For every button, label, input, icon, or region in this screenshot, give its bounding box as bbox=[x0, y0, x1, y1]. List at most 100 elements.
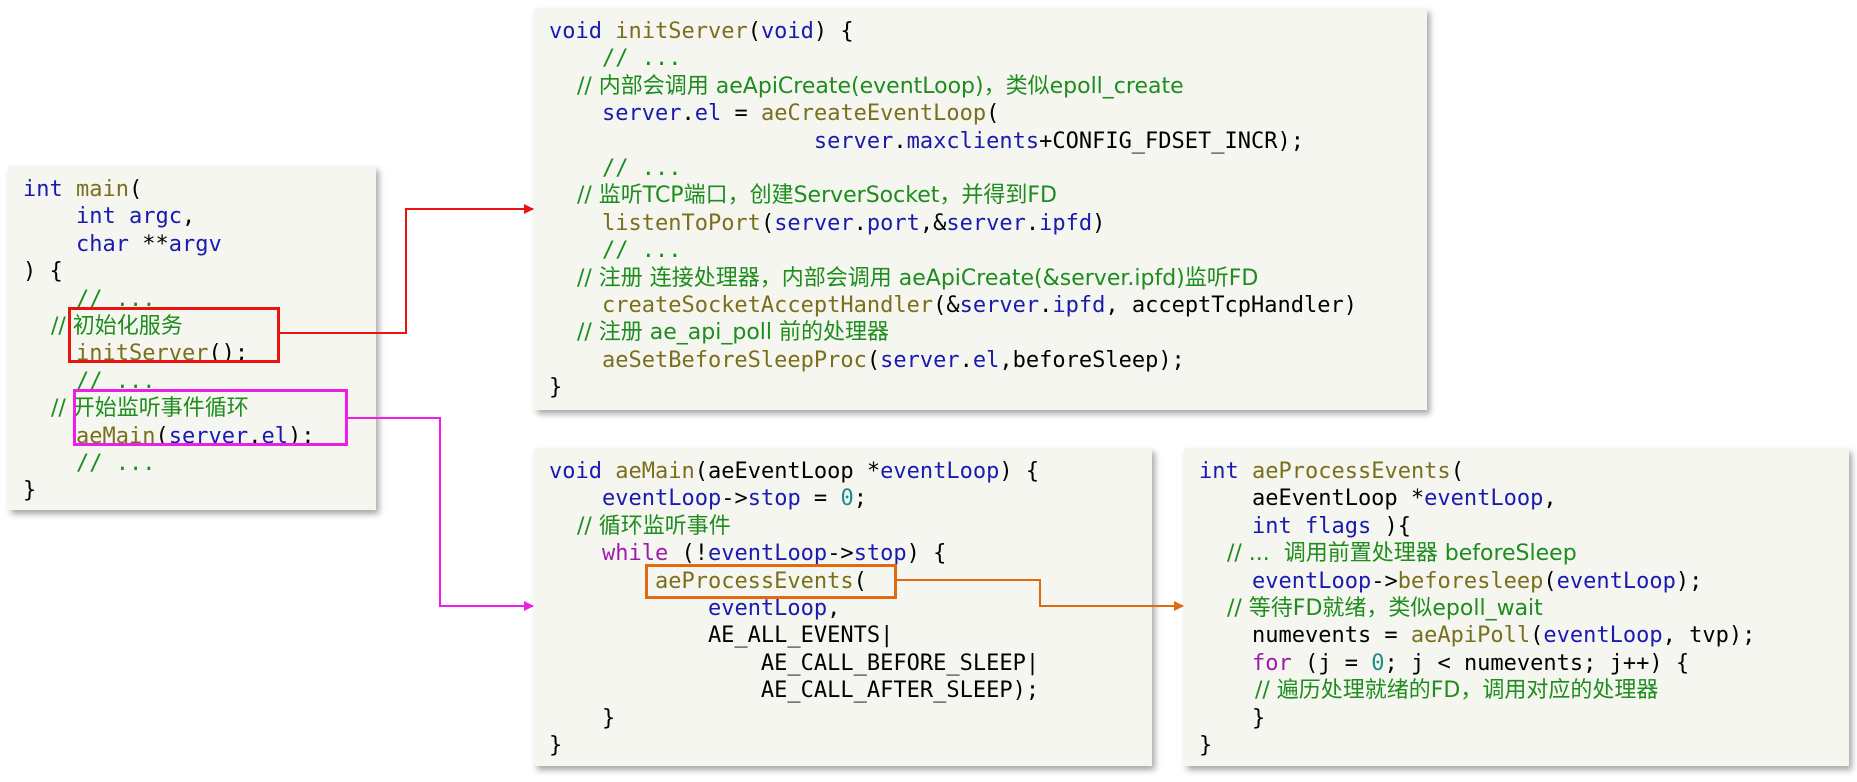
code-line: server.maxclients+CONFIG_FDSET_INCR); bbox=[549, 128, 1427, 155]
code-token: = bbox=[721, 101, 761, 127]
code-token bbox=[549, 569, 655, 594]
code-line: // 初始化服务 bbox=[23, 313, 376, 340]
code-token: ( bbox=[866, 347, 881, 373]
code-token: ){ bbox=[1371, 513, 1411, 539]
code-token: } bbox=[23, 478, 37, 504]
code-token: eventLoop bbox=[1424, 486, 1544, 512]
code-token: . bbox=[893, 128, 907, 154]
init-server-panel: void initServer(void) { // ... // 内部会调用 … bbox=[534, 8, 1427, 410]
code-token: aeEventLoop * bbox=[1199, 486, 1425, 512]
code-line: // 循环监听事件 bbox=[549, 513, 1152, 540]
code-token: int bbox=[75, 204, 116, 230]
code-token: // 注册 连接处理器，内部会调用 aeApiCreate(&server.ip… bbox=[549, 265, 1259, 291]
code-token: eventLoop bbox=[1543, 623, 1663, 649]
code-token: createSocketAcceptHandler bbox=[601, 292, 934, 318]
code-token: . bbox=[1039, 292, 1053, 318]
code-token: eventLoop bbox=[1251, 568, 1372, 594]
code-token bbox=[23, 232, 76, 257]
code-line: // 内部会调用 aeApiCreate(eventLoop)，类似epoll_… bbox=[549, 73, 1427, 100]
code-token: ) { bbox=[813, 19, 854, 44]
code-line: // 监听TCP端口，创建ServerSocket，并得到FD bbox=[549, 182, 1427, 209]
code-token: ( bbox=[155, 423, 169, 449]
code-token: int bbox=[1251, 513, 1292, 539]
code-line: // 注册 连接处理器，内部会调用 aeApiCreate(&server.ip… bbox=[549, 265, 1427, 292]
code-token bbox=[549, 101, 602, 126]
code-token: , acceptTcpHandler) bbox=[1105, 292, 1358, 318]
code-token: // 遍历处理就绪的FD，调用对应的处理器 bbox=[1199, 678, 1659, 704]
code-line: void aeMain(aeEventLoop *eventLoop) { bbox=[549, 458, 1152, 485]
code-token: ; j < numevents; j++) { bbox=[1384, 650, 1690, 676]
code-line: eventLoop->beforesleep(eventLoop); bbox=[1199, 568, 1849, 595]
code-token: } bbox=[549, 375, 563, 401]
code-line: int main( bbox=[23, 176, 376, 203]
code-token bbox=[549, 293, 602, 318]
code-token bbox=[1199, 569, 1252, 594]
code-line: void initServer(void) { bbox=[549, 18, 1427, 45]
code-token: // ... bbox=[549, 238, 682, 264]
code-token bbox=[1292, 514, 1305, 539]
code-token: (aeEventLoop * bbox=[694, 459, 881, 484]
code-token: ) { bbox=[906, 541, 947, 567]
code-token bbox=[23, 424, 76, 449]
code-line: // ... bbox=[23, 450, 376, 477]
code-token bbox=[63, 177, 76, 202]
code-token bbox=[1199, 651, 1252, 676]
code-token: ipfd bbox=[1052, 292, 1106, 318]
code-token: maxclients bbox=[906, 128, 1040, 154]
code-line: for (j = 0; j < numevents; j++) { bbox=[1199, 650, 1849, 677]
code-token bbox=[549, 541, 602, 566]
code-token: el bbox=[972, 347, 1000, 373]
code-token: // 开始监听事件循环 bbox=[23, 396, 249, 422]
code-token: ) { bbox=[23, 259, 63, 285]
code-token: eventLoop bbox=[707, 541, 828, 567]
code-line: listenToPort(server.port,&server.ipfd) bbox=[549, 210, 1427, 237]
code-token: server bbox=[880, 347, 960, 373]
code-token: // ... bbox=[23, 450, 156, 476]
code-line: numevents = aeApiPoll(eventLoop, tvp); bbox=[1199, 622, 1849, 649]
code-token: initServer bbox=[615, 19, 748, 44]
code-token: . bbox=[959, 347, 973, 373]
code-token: ( bbox=[760, 210, 775, 236]
code-token: server bbox=[959, 292, 1040, 318]
code-token: port bbox=[866, 210, 920, 236]
code-token: flags bbox=[1304, 513, 1372, 539]
code-token: aeProcessEvents bbox=[1252, 459, 1451, 484]
code-token bbox=[549, 596, 708, 621]
code-token: // 注册 ae_api_poll 前的处理器 bbox=[549, 320, 890, 346]
code-token: , tvp); bbox=[1662, 623, 1756, 649]
code-token: stop bbox=[853, 541, 907, 567]
code-token: ; bbox=[853, 486, 867, 512]
code-token: eventLoop bbox=[880, 459, 1000, 484]
code-token: server bbox=[601, 101, 682, 127]
code-token: ( bbox=[853, 568, 867, 594]
code-token: ) bbox=[1092, 210, 1106, 236]
code-token: numevents = bbox=[1199, 623, 1411, 649]
code-token: ,beforeSleep); bbox=[999, 347, 1185, 373]
code-line: server.el = aeCreateEventLoop( bbox=[549, 100, 1427, 127]
code-token: aeCreateEventLoop bbox=[760, 101, 987, 127]
code-token: // 初始化服务 bbox=[23, 313, 183, 339]
code-token: , bbox=[1543, 486, 1557, 512]
code-line: aeProcessEvents( bbox=[549, 568, 1152, 595]
code-line: // 等待FD就绪，类似epoll_wait bbox=[1199, 595, 1849, 622]
code-token bbox=[116, 204, 129, 229]
code-token: main bbox=[76, 177, 129, 202]
code-token: = bbox=[800, 486, 841, 512]
code-token bbox=[549, 348, 602, 373]
code-token bbox=[602, 19, 615, 44]
code-token: ( bbox=[1530, 623, 1544, 649]
code-token: ipfd bbox=[1039, 210, 1093, 236]
code-token: -> bbox=[1371, 568, 1398, 594]
code-token: server bbox=[774, 210, 854, 236]
code-token: // ... bbox=[549, 46, 682, 72]
code-line: eventLoop, bbox=[549, 595, 1152, 622]
code-line: } bbox=[23, 477, 376, 504]
code-token: stop bbox=[747, 486, 801, 512]
code-line: // 遍历处理就绪的FD，调用对应的处理器 bbox=[1199, 677, 1849, 704]
code-token: argv bbox=[168, 231, 222, 257]
code-line: // ... bbox=[549, 155, 1427, 182]
ae-main-panel: void aeMain(aeEventLoop *eventLoop) { ev… bbox=[534, 448, 1152, 766]
code-line: AE_CALL_AFTER_SLEEP); bbox=[549, 677, 1152, 704]
code-token: . bbox=[853, 210, 867, 236]
code-token bbox=[1239, 459, 1252, 484]
